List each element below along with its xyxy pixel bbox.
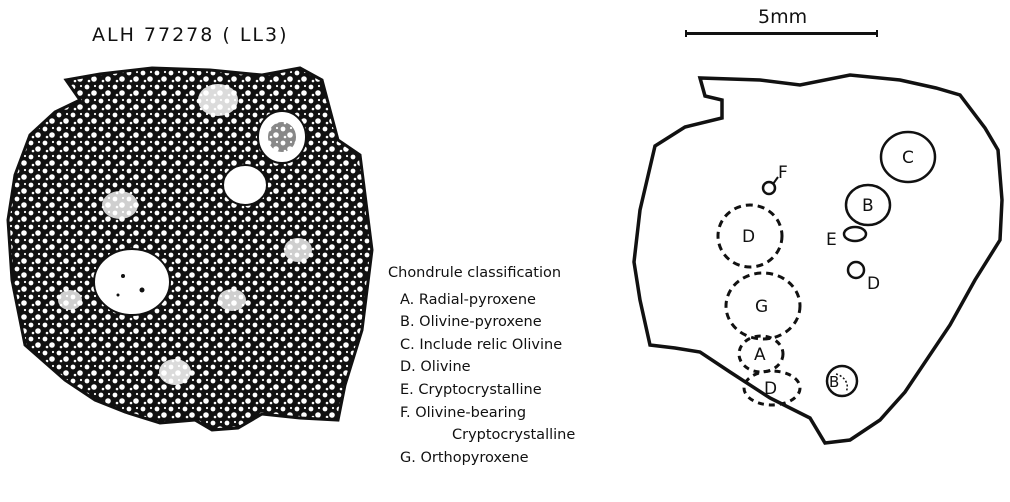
- large-chondrule: [94, 249, 170, 315]
- legend-item-c: C. Include relic Olivine: [400, 334, 575, 357]
- section-map-outline: [634, 75, 1002, 443]
- legend-item-e: E. Cryptocrystalline: [400, 379, 575, 402]
- chondrule: [223, 165, 267, 205]
- chondrule-legend: Chondrule classification A. Radial-pyrox…: [386, 262, 575, 469]
- label-b-lower: B: [829, 373, 839, 391]
- label-g: G: [755, 297, 768, 317]
- legend-heading: Chondrule classification: [388, 262, 575, 285]
- label-c: C: [902, 148, 914, 168]
- legend-item-f: F. Olivine-bearing Cryptocrystalline: [400, 402, 575, 447]
- label-a: A: [754, 345, 766, 365]
- label-d-right: D: [867, 274, 880, 294]
- label-d-lower: D: [764, 379, 777, 399]
- legend-item-b: B. Olivine-pyroxene: [400, 311, 575, 334]
- label-e: E: [826, 230, 837, 250]
- legend-item-f-line1: F. Olivine-bearing: [400, 405, 526, 421]
- label-d-upper: D: [742, 227, 755, 247]
- legend-item-a: A. Radial-pyroxene: [400, 289, 575, 312]
- legend-item-d: D. Olivine: [400, 356, 575, 379]
- micrograph-texture: [0, 60, 380, 440]
- legend-item-f-line2: Cryptocrystalline: [452, 424, 575, 447]
- label-f: F: [778, 163, 788, 183]
- label-b: B: [862, 196, 874, 216]
- legend-item-g: G. Orthopyroxene: [400, 447, 575, 470]
